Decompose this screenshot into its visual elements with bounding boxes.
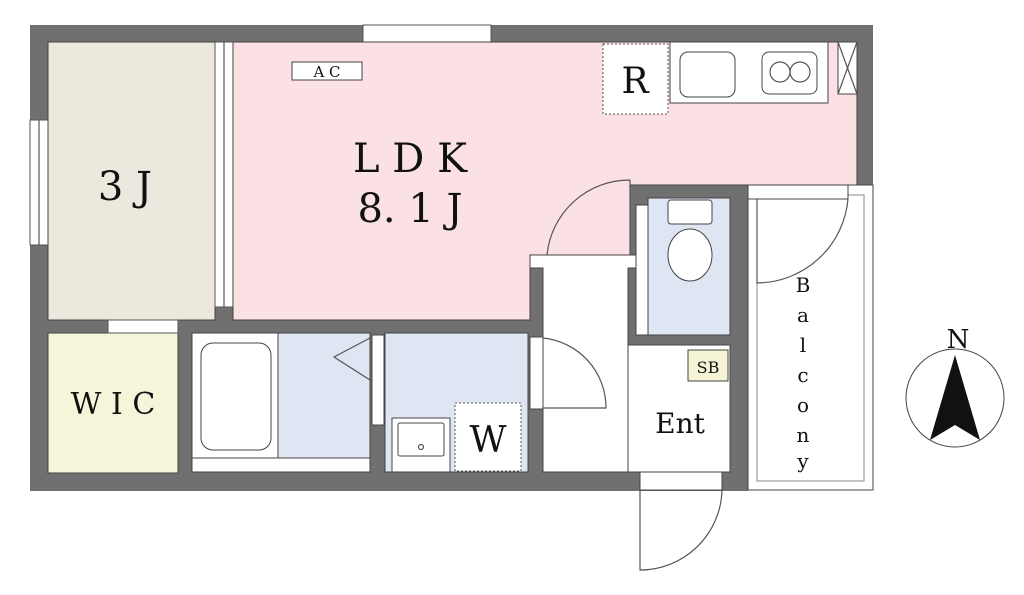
stove-icon: [761, 51, 818, 95]
toilet-icon: [667, 199, 713, 282]
shoebox-label: SB: [697, 358, 720, 377]
room-wic: [47, 332, 179, 474]
washbasin-icon: [391, 417, 451, 473]
western-label: 3 J: [98, 164, 152, 210]
door-balcony: [756, 198, 849, 284]
vent-icon: [837, 41, 858, 95]
compass-label: N: [947, 325, 970, 355]
balcony-letter: o: [797, 393, 809, 417]
wic-label: W I C: [71, 387, 156, 422]
door-washroom: [542, 337, 607, 409]
entrance-label: Ent: [655, 407, 705, 440]
hallway: [529, 254, 637, 473]
balcony-letter: a: [797, 303, 809, 327]
door-entrance: [639, 489, 723, 571]
balcony-letter: c: [797, 363, 808, 387]
balcony-letter: l: [800, 333, 806, 357]
north-compass-icon: N: [905, 325, 1005, 448]
window-top: [362, 24, 492, 43]
bathtub-icon: [200, 342, 272, 451]
balcony-letter: y: [796, 449, 809, 473]
washer-space: [454, 402, 522, 472]
ac-unit: A C: [291, 61, 363, 81]
balcony-letter: B: [796, 273, 811, 297]
balcony-letter: n: [797, 423, 810, 447]
sink-icon: [679, 51, 736, 98]
ldk-size: 8. 1 J: [357, 186, 462, 232]
ldk-label: L D K: [353, 136, 468, 182]
door-ldk: [546, 179, 631, 256]
room-western: [47, 41, 216, 321]
ac-label: A C: [312, 63, 340, 81]
washer-label: W: [469, 420, 506, 461]
fridge-space: R: [602, 43, 669, 115]
shoebox: SB: [687, 349, 729, 382]
fridge-label: R: [621, 61, 649, 102]
balcony: [747, 184, 874, 491]
wic-opening: [107, 319, 179, 334]
bath-door: [332, 337, 371, 381]
balcony-label: B a l c o n y: [796, 273, 811, 473]
